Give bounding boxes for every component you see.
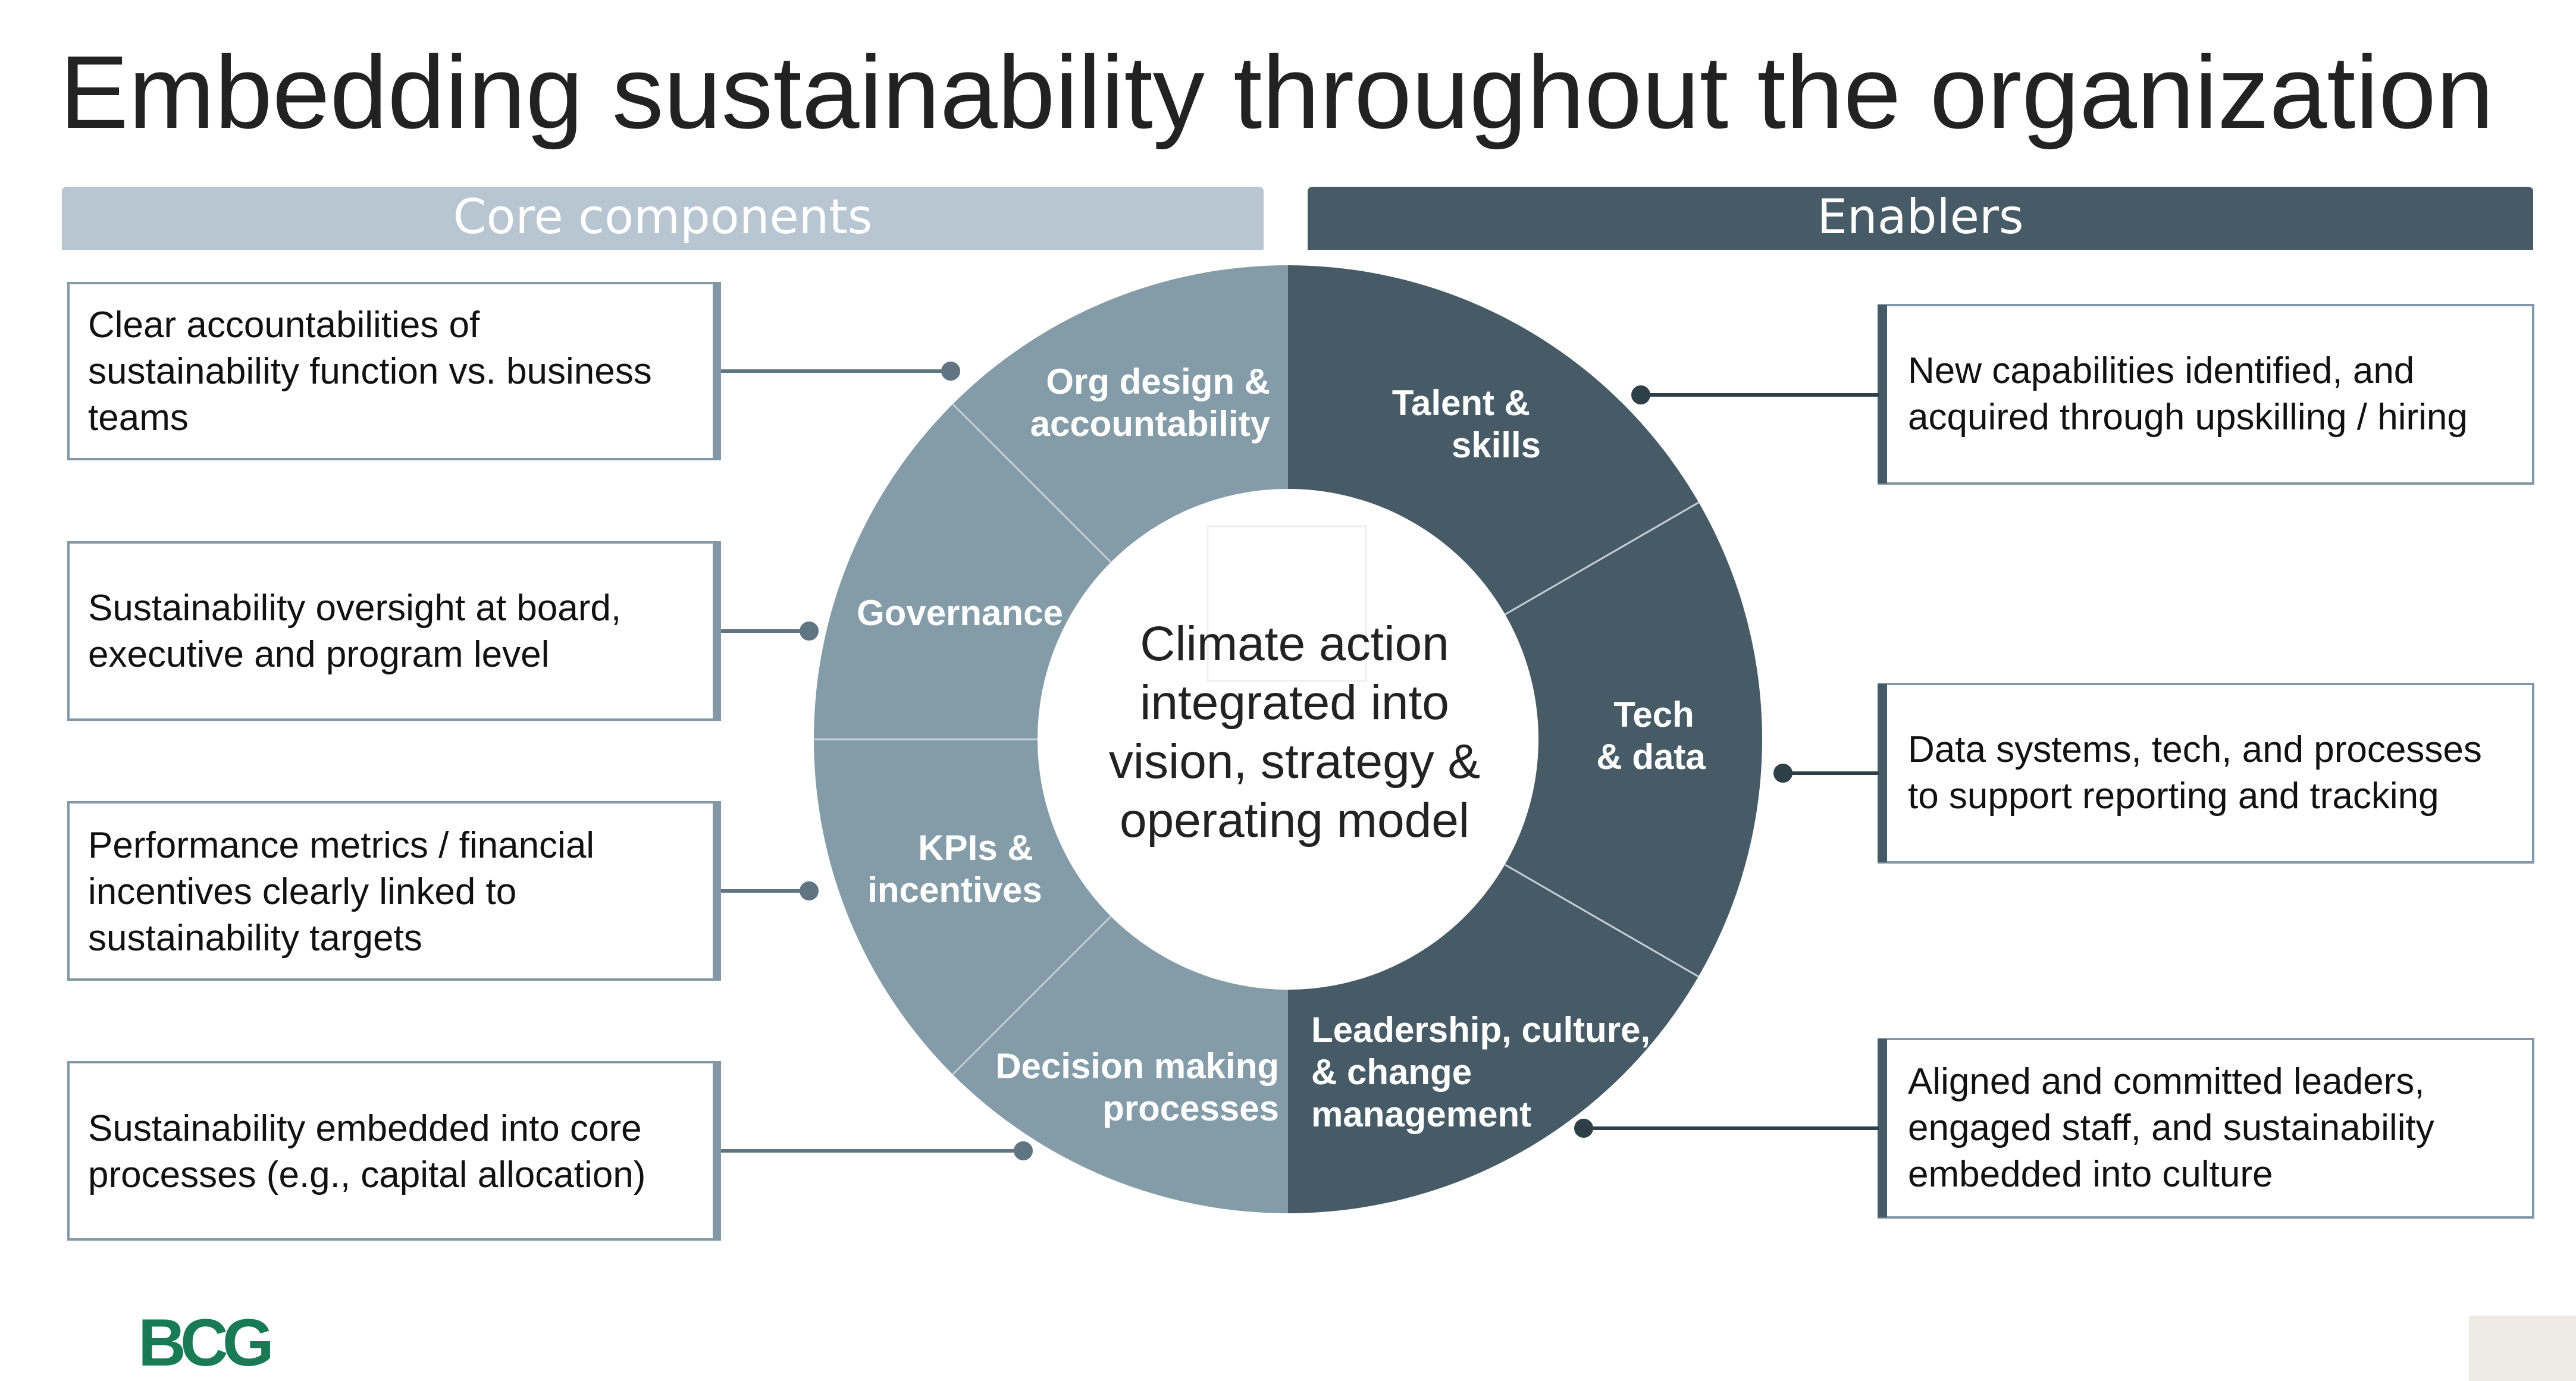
segment-leadership-line-3: management xyxy=(1311,1094,1531,1134)
segment-decision-line-1: Decision making xyxy=(995,1046,1279,1086)
segment-talent-line-1: Talent & xyxy=(1392,383,1530,423)
core-components-header xyxy=(62,187,1264,250)
center-line-3: vision, strategy & xyxy=(1109,735,1480,789)
core-components-ring xyxy=(814,265,1288,1213)
left-box-frames xyxy=(67,282,721,1241)
segment-governance: Governance xyxy=(857,593,1063,633)
segment-tech-line-2: & data xyxy=(1596,737,1706,777)
right-box-data-systems: Data systems, tech, and processes to sup… xyxy=(1908,729,2482,817)
corner-tab xyxy=(2469,1316,2576,1381)
segment-talent-line-2: skills xyxy=(1452,425,1541,465)
left-box-accountability: Clear accountabilities of sustainability… xyxy=(88,305,652,438)
left-box-oversight: Sustainability oversight at board, execu… xyxy=(88,588,622,675)
right-box-capabilities: New capabilities identified, and acquire… xyxy=(1908,350,2468,438)
segment-decision-line-2: processes xyxy=(1102,1088,1279,1128)
enablers-header xyxy=(1308,187,2533,250)
segment-leadership-line-2: & change xyxy=(1311,1052,1472,1092)
right-box-accents xyxy=(1878,305,1887,1217)
segment-org-design-line-1: Org design & xyxy=(1046,362,1270,401)
left-box-performance: Performance metrics / financial incentiv… xyxy=(88,825,595,959)
placeholder-frame xyxy=(1206,525,1367,682)
segment-org-design-line-2: accountability xyxy=(1030,404,1271,444)
segment-kpis-line-2: incentives xyxy=(867,870,1042,910)
bcg-logo: BCG xyxy=(138,1305,271,1380)
slide-title: Embedding sustainability throughout the … xyxy=(59,34,2494,150)
enablers-label: Enablers xyxy=(1817,189,2023,244)
core-components-label: Core components xyxy=(453,189,873,244)
center-line-4: operating model xyxy=(1120,793,1469,848)
center-line-2: integrated into xyxy=(1140,676,1449,730)
segment-tech-line-1: Tech xyxy=(1613,695,1694,735)
left-connectors xyxy=(721,362,1033,1160)
enablers-ring xyxy=(1288,265,1762,1213)
center-line-1: Climate action xyxy=(1140,617,1449,671)
segment-kpis-line-1: KPIs & xyxy=(918,828,1033,868)
right-box-leaders: Aligned and committed leaders, engaged s… xyxy=(1908,1061,2434,1195)
left-box-accents xyxy=(713,283,721,1239)
segment-dividers xyxy=(814,403,1699,1076)
segment-leadership-line-1: Leadership, culture, xyxy=(1311,1010,1650,1050)
right-connectors xyxy=(1574,385,1879,1138)
left-box-processes: Sustainability embedded into core proces… xyxy=(88,1108,646,1195)
right-box-frames xyxy=(1878,304,2534,1219)
center-statement: Climate action integrated into vision, s… xyxy=(1109,617,1480,848)
